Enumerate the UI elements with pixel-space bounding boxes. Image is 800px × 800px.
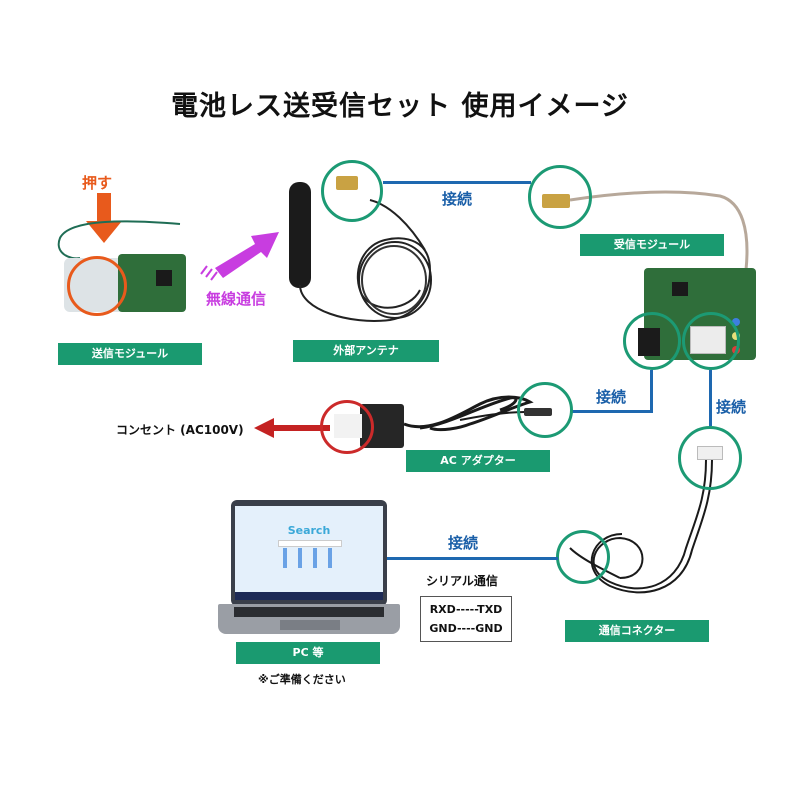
transmitter-wire [57, 220, 181, 260]
connect-line-adapter-receiver-h [571, 410, 653, 413]
connect-line-pc-connector [386, 557, 558, 560]
outlet-label: コンセント (AC100V) [116, 423, 244, 437]
connector-housing-highlight [678, 426, 742, 490]
receiver-power-port-highlight [623, 312, 681, 370]
receiver-led-blue [732, 318, 740, 326]
transmitter-button-highlight [67, 256, 127, 316]
laptop-taskbar [235, 592, 383, 600]
outlet-arrow-icon [254, 418, 330, 438]
receiver-serial-port-highlight [682, 312, 740, 370]
receiver-chip [672, 282, 688, 296]
connect-line-adapter-receiver-v [650, 370, 653, 412]
antenna-label: 外部アンテナ [293, 340, 439, 362]
receiver-pigtail-cable [570, 190, 749, 271]
wireless-arrow-icon [200, 232, 279, 281]
pc-note: ※ご準備ください [258, 673, 346, 686]
connector-wire-ends-highlight [556, 530, 610, 584]
wireless-label: 無線通信 [206, 290, 267, 308]
serial-line-rxd: RXD-----TXD [429, 603, 503, 616]
connector-label: 通信コネクター [565, 620, 709, 642]
screen-search-box [278, 540, 342, 547]
connect-label-pc-connector: 接続 [448, 534, 479, 552]
pc-label: PC 等 [236, 642, 380, 664]
page-title: 電池レス送受信セット 使用イメージ [171, 91, 629, 122]
antenna-connector-highlight [321, 160, 383, 222]
connect-label-antenna-receiver: 接続 [442, 190, 473, 208]
laptop-trackpad [280, 620, 340, 630]
adapter-plug-highlight [320, 400, 374, 454]
push-label: 押す [82, 174, 113, 192]
receiver-label: 受信モジュール [580, 234, 724, 256]
transmitter-chip [156, 270, 172, 286]
serial-title: シリアル通信 [426, 574, 498, 588]
transmitter-label: 送信モジュール [58, 343, 202, 365]
connect-line-receiver-connector [709, 370, 712, 426]
screen-search-title: Search [287, 524, 331, 537]
laptop-keyboard [234, 607, 384, 617]
adapter-label: AC アダプター [406, 450, 550, 472]
receiver-antenna-port-highlight [528, 165, 592, 229]
connect-label-receiver-connector: 接続 [716, 398, 747, 416]
serial-pinout-box: RXD-----TXD GND----GND [420, 596, 512, 642]
push-arrow-icon [86, 193, 122, 243]
transmitter-pcb-image [118, 254, 186, 312]
serial-line-gnd: GND----GND [429, 622, 503, 635]
connect-line-antenna-receiver [383, 181, 531, 184]
antenna-body-image [289, 182, 311, 288]
adapter-dc-plug-highlight [517, 382, 573, 438]
screen-shortcut-icons [283, 548, 339, 568]
connect-label-adapter-receiver: 接続 [596, 388, 627, 406]
